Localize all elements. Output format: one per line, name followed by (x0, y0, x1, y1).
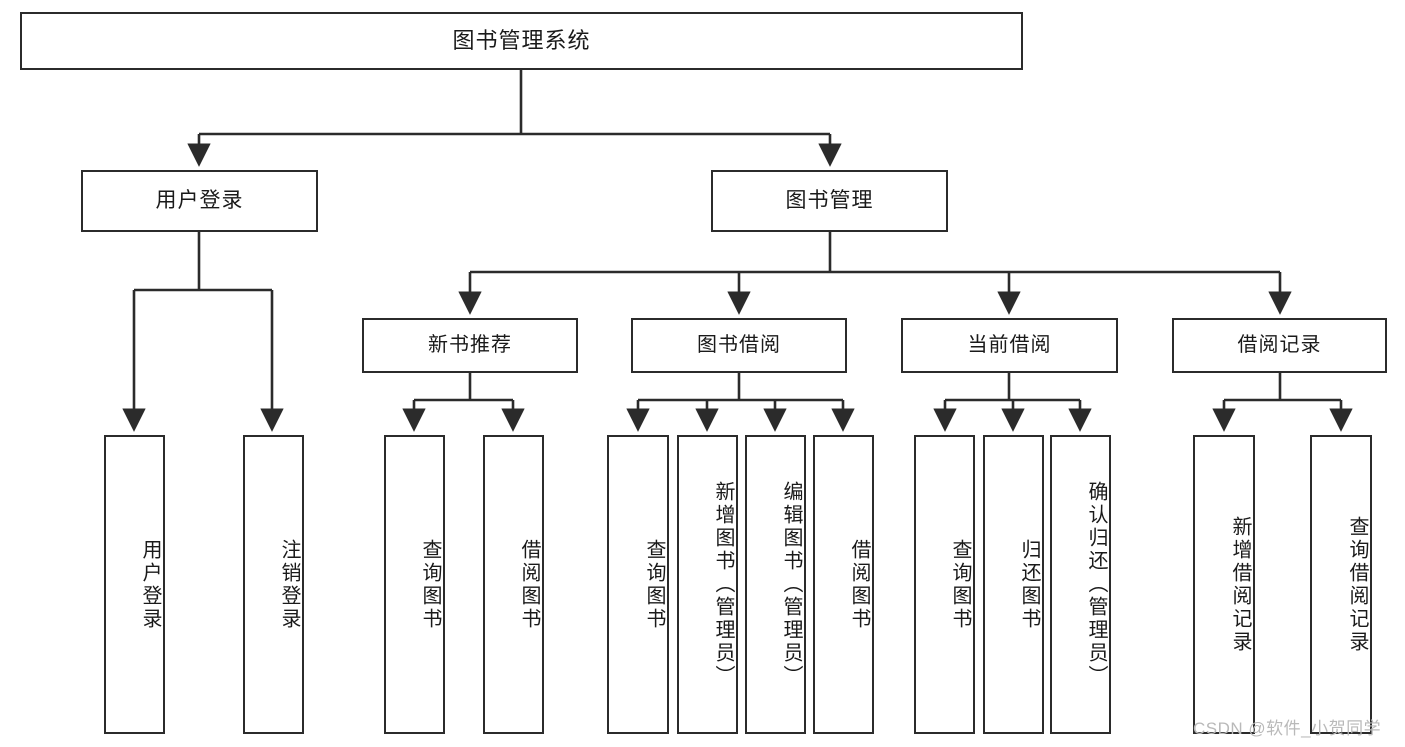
node-book-borrow[interactable]: 图书借阅 (631, 318, 847, 373)
csdn-watermark: CSDN @软件_小贺同学 (1193, 719, 1382, 738)
leaf-current-borrow-query-books[interactable]: 查询图书 (914, 435, 975, 734)
leaf-current-borrow-confirm-return-admin[interactable]: 确认归还（管理员） (1050, 435, 1111, 734)
leaf-book-borrow-borrow-books[interactable]: 借阅图书 (813, 435, 874, 734)
node-new-book-recommend[interactable]: 新书推荐 (362, 318, 578, 373)
leaf-book-borrow-add-book-admin[interactable]: 新增图书（管理员） (677, 435, 738, 734)
leaf-new-book-borrow-books[interactable]: 借阅图书 (483, 435, 544, 734)
leaf-user-login-signout[interactable]: 注销登录 (243, 435, 304, 734)
leaf-user-login-signin[interactable]: 用户登录 (104, 435, 165, 734)
node-user-login[interactable]: 用户登录 (81, 170, 318, 232)
leaf-new-book-query-books[interactable]: 查询图书 (384, 435, 445, 734)
node-book-management[interactable]: 图书管理 (711, 170, 948, 232)
leaf-book-borrow-query-books[interactable]: 查询图书 (607, 435, 669, 734)
leaf-borrow-record-query-record[interactable]: 查询借阅记录 (1310, 435, 1372, 734)
leaf-borrow-record-add-record[interactable]: 新增借阅记录 (1193, 435, 1255, 734)
leaf-current-borrow-return-books[interactable]: 归还图书 (983, 435, 1044, 734)
node-current-borrow[interactable]: 当前借阅 (901, 318, 1118, 373)
node-borrow-record[interactable]: 借阅记录 (1172, 318, 1387, 373)
leaf-book-borrow-edit-book-admin[interactable]: 编辑图书（管理员） (745, 435, 806, 734)
node-root-library-system[interactable]: 图书管理系统 (20, 12, 1023, 70)
